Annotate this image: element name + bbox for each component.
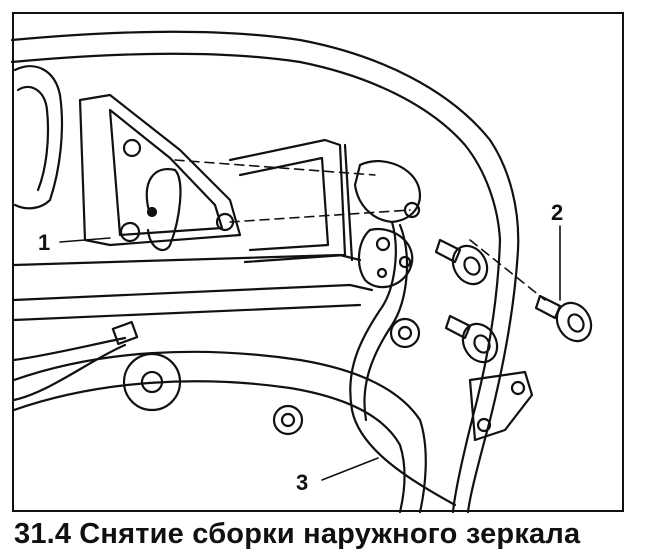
door-rail-lower — [12, 283, 374, 302]
hinge-bracket — [468, 370, 534, 442]
mirror-base-plate — [78, 93, 242, 247]
door-rail-bottom — [12, 303, 362, 322]
door-grommet-mid-inner — [397, 325, 413, 341]
bolt-upper — [434, 238, 489, 286]
door-panel-curve — [12, 350, 427, 514]
wire-connector — [111, 320, 139, 346]
door-grommet-small — [272, 404, 304, 436]
bolt-detached — [534, 294, 593, 343]
callout-1-leader — [59, 237, 111, 243]
hinge-hole-a — [510, 380, 526, 396]
mirror-cable-3 — [349, 220, 457, 507]
callout-1: 1 — [38, 230, 50, 255]
mirror-base-inner — [108, 108, 224, 237]
alignment-line-mid — [229, 209, 411, 223]
bracket-lower-hole-a — [375, 236, 391, 252]
mirror-bracket — [353, 160, 421, 224]
bracket-lower-hole-b — [398, 255, 412, 269]
door-top-edge — [10, 30, 520, 252]
bracket-lower — [357, 227, 414, 289]
mirror-cable-loop — [145, 167, 182, 252]
hinge-hole-b — [476, 417, 492, 433]
alignment-line-top — [174, 159, 376, 176]
door-grommet-mid — [389, 317, 421, 349]
alignment-line-right — [469, 239, 546, 301]
caption-number: 31.4 — [14, 518, 72, 550]
door-grommet-small-inner — [280, 412, 296, 428]
door-rail-upper — [12, 253, 362, 267]
door-panel-curve-inner — [12, 380, 406, 514]
mirror-mount-hole-bottom — [119, 221, 141, 243]
door-wire-harness — [12, 336, 127, 402]
callout-3-leader — [321, 457, 379, 481]
bolt-middle — [444, 314, 499, 364]
mirror-housing-inner — [16, 85, 50, 192]
door-top-edge-inner — [10, 52, 502, 242]
window-divider — [343, 143, 354, 262]
door-front-edge-inner — [451, 238, 502, 514]
window-channel-top — [228, 138, 347, 264]
mirror-housing — [13, 65, 64, 210]
bracket-lower-hole-c — [376, 267, 388, 279]
mirror-connector — [146, 206, 158, 218]
door-front-edge — [466, 248, 520, 514]
door-grommet-large — [122, 352, 182, 412]
bracket-hole — [403, 201, 421, 219]
callout-2: 2 — [551, 200, 563, 225]
callout-3: 3 — [296, 470, 308, 495]
window-channel-inner — [238, 156, 330, 252]
caption-text: Снятие сборки наружного зеркала — [79, 518, 581, 550]
mirror-cable-3b — [363, 223, 409, 422]
door-grommet-large-inner — [140, 370, 164, 394]
mirror-mount-hole-top — [122, 138, 142, 158]
